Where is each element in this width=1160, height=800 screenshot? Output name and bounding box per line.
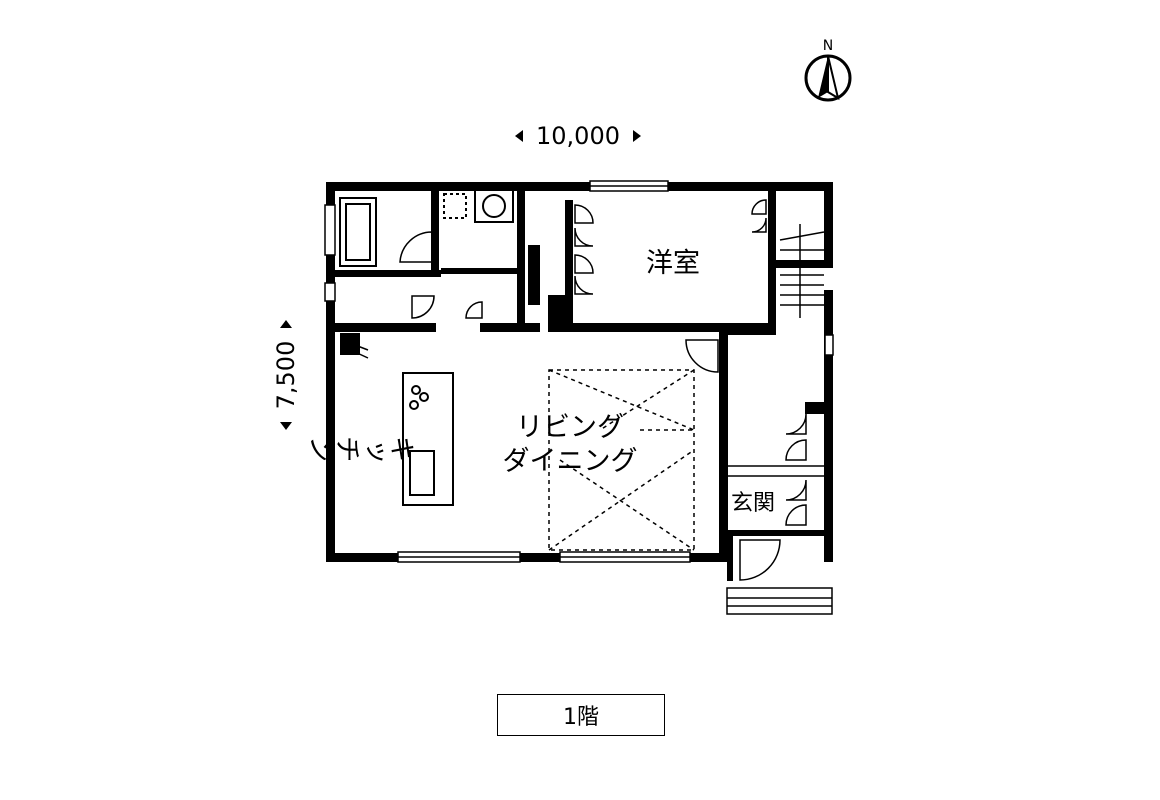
door-storage: [465, 301, 483, 319]
door-toilet: [411, 295, 435, 319]
fixtures: [339, 189, 833, 615]
windows: [324, 180, 834, 563]
floor-label: 1階: [563, 705, 599, 730]
closet-door-1: [574, 204, 594, 224]
arrow-right-icon: [633, 130, 641, 142]
entrance-steps: [726, 587, 833, 615]
bathtub-icon: [339, 197, 377, 267]
floor-label-box: 1階: [497, 694, 665, 736]
stove-icon: [411, 385, 421, 395]
shoe-closet-door-2: [785, 479, 807, 501]
north-label: N: [823, 38, 833, 54]
walls: [326, 182, 833, 581]
width-dimension-label: 10,000: [536, 122, 620, 150]
depth-dimension-label: 7,500: [272, 341, 300, 410]
closet-door-3: [751, 199, 767, 215]
entrance-door: [739, 539, 781, 581]
room-label-living-2: ダイニング: [503, 446, 638, 477]
door-bath: [399, 231, 433, 263]
width-dimension: 10,000: [515, 122, 641, 150]
washer-icon: [474, 189, 514, 223]
kitchen-counter: [402, 372, 454, 506]
arrow-left-icon: [515, 130, 523, 142]
arrow-down-icon: [280, 422, 292, 430]
void-outline: [548, 369, 695, 551]
arrow-up-icon: [280, 320, 292, 328]
north-arrow-icon: N: [804, 38, 852, 102]
room-label-entrance: 玄関: [731, 491, 775, 516]
sink-icon: [443, 193, 467, 219]
room-label-living-1: リビング: [516, 412, 624, 443]
kitchen-sink-icon: [409, 450, 435, 496]
room-label-kitchen: キッチン: [308, 431, 416, 462]
closet-door-2: [574, 254, 594, 274]
shoe-closet-door-1: [785, 413, 807, 435]
door-hall: [685, 339, 719, 373]
doors: [354, 199, 824, 581]
room-label-western: 洋室: [646, 248, 700, 279]
pantry-door: [354, 344, 369, 359]
depth-dimension: 7,500: [272, 320, 300, 430]
stairs: [779, 224, 825, 318]
